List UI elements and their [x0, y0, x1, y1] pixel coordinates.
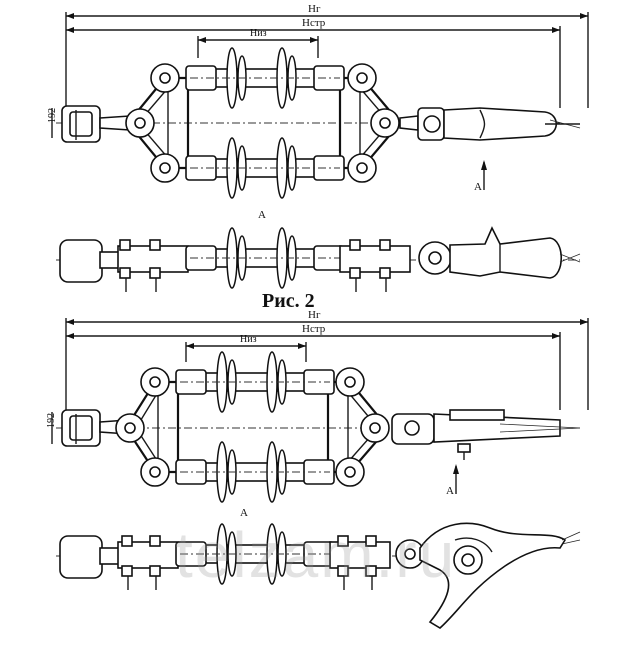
bottom-dim-total-label: Нг	[308, 309, 321, 321]
bottom-view-label: A	[240, 507, 248, 519]
figure-title: Рис. 2	[262, 290, 315, 312]
top-view-arrow-label: A	[474, 181, 482, 193]
top-view-label: A	[258, 209, 266, 221]
top-dim-construction-label: Нстр	[302, 17, 326, 29]
top-dim-total-label: Нг	[308, 3, 321, 15]
bottom-view-arrow-label: A	[446, 485, 454, 497]
bottom-dim-side-label: 192	[46, 413, 57, 428]
top-side-view	[56, 226, 581, 292]
bottom-plan-view: Нг Нстр Низ 192	[46, 309, 589, 519]
top-dim-side-label: 192	[47, 108, 58, 123]
bottom-dim-insulation-label: Низ	[240, 334, 257, 345]
bottom-dim-construction-label: Нстр	[302, 323, 326, 335]
top-dim-insulation-label: Низ	[250, 28, 267, 39]
bottom-side-view	[56, 522, 581, 629]
top-plan-view: Нг Нстр Низ 192	[47, 3, 589, 221]
